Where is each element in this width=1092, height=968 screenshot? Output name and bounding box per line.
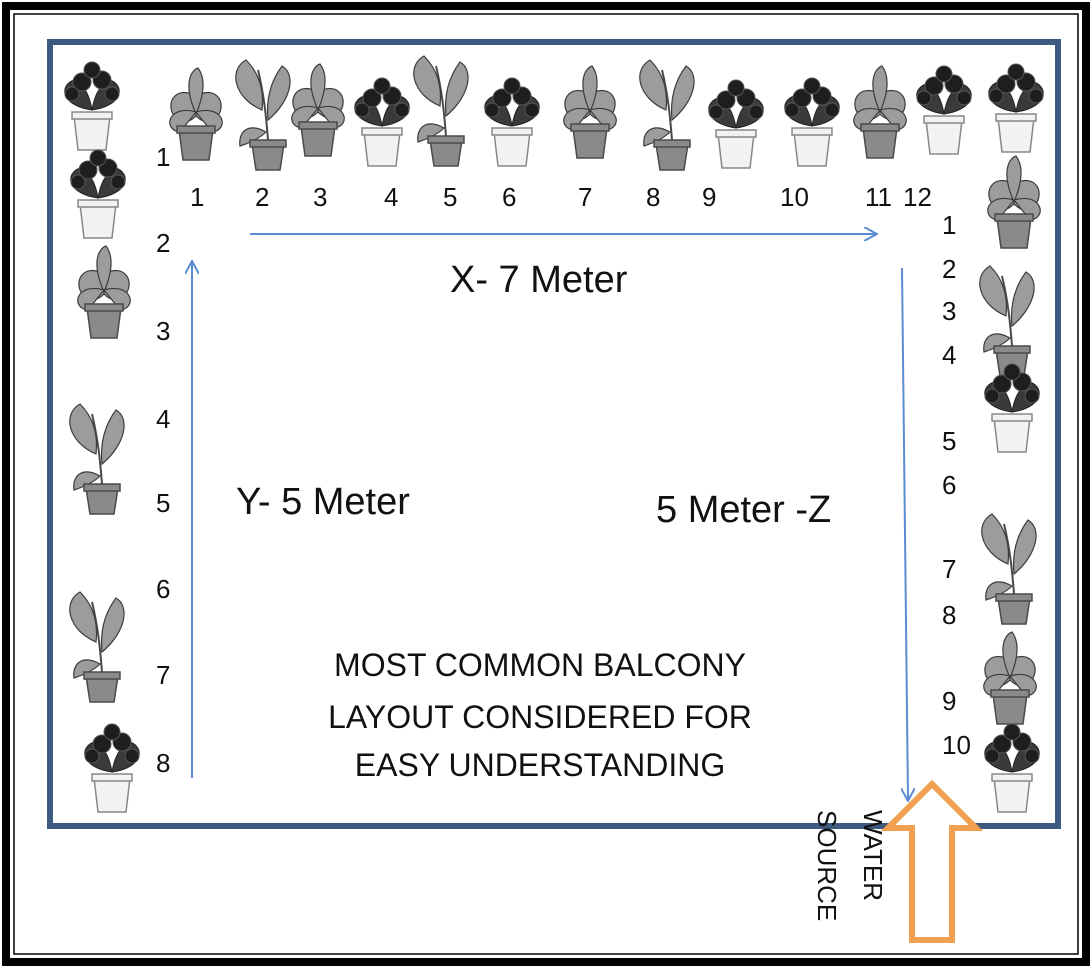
top-number: 8 — [646, 182, 660, 212]
plant-icon — [84, 723, 140, 813]
left-number: 3 — [156, 316, 170, 346]
right-number: 4 — [942, 340, 956, 370]
top-position-numbers: 1 2 3 4 5 6 7 8 9 10 11 12 — [190, 182, 932, 212]
top-number: 10 — [780, 182, 809, 212]
left-number: 2 — [156, 228, 170, 258]
plant-icon — [484, 77, 540, 167]
inner-border — [13, 13, 1079, 955]
plant-icon — [412, 55, 470, 167]
plant-icon — [77, 245, 131, 339]
note-line: MOST COMMON BALCONY — [334, 647, 746, 683]
left-plant-column — [68, 149, 140, 813]
top-number: 2 — [255, 182, 269, 212]
source-label: SOURCE — [812, 810, 842, 921]
plant-icon — [853, 65, 907, 159]
right-number: 7 — [942, 554, 956, 584]
right-position-numbers: 1 2 3 4 5 6 7 8 9 10 — [942, 210, 971, 760]
note-line: EASY UNDERSTANDING — [355, 747, 725, 783]
plant-icon — [169, 67, 223, 161]
plant-icon — [978, 265, 1036, 377]
plant-icon — [354, 77, 410, 167]
plant-icon — [784, 77, 840, 167]
right-number: 2 — [942, 254, 956, 284]
left-number: 7 — [156, 660, 170, 690]
right-number: 1 — [942, 210, 956, 240]
top-number: 11 — [865, 182, 892, 212]
left-position-numbers: 1 2 3 4 5 6 7 8 — [156, 142, 170, 778]
plant-icon — [708, 79, 764, 169]
top-number: 12 — [903, 182, 932, 212]
top-number: 5 — [443, 182, 457, 212]
right-number: 3 — [942, 296, 956, 326]
plant-icon — [980, 513, 1038, 625]
left-number: 1 — [156, 142, 170, 172]
layout-note: MOST COMMON BALCONY LAYOUT CONSIDERED FO… — [328, 647, 752, 783]
plant-icon — [291, 63, 345, 157]
z-direction-arrow-icon — [902, 267, 908, 800]
right-number: 8 — [942, 600, 956, 630]
water-source-arrow-icon — [880, 779, 984, 943]
z-side-label: 5 Meter -Z — [656, 489, 831, 531]
note-line: LAYOUT CONSIDERED FOR — [328, 699, 752, 735]
top-number: 4 — [384, 182, 398, 212]
plant-icon — [68, 403, 126, 515]
top-number: 9 — [702, 182, 716, 212]
right-plant-column — [978, 155, 1041, 813]
x-side-label: X- 7 Meter — [450, 259, 628, 301]
right-number: 5 — [942, 426, 956, 456]
top-number: 6 — [502, 182, 516, 212]
water-label: WATER — [858, 810, 888, 901]
right-number: 9 — [942, 686, 956, 716]
top-number: 7 — [578, 182, 592, 212]
y-side-label: Y- 5 Meter — [236, 481, 410, 523]
plant-icon — [987, 155, 1041, 249]
left-number: 8 — [156, 748, 170, 778]
plant-icon — [234, 59, 292, 171]
top-number: 1 — [190, 182, 204, 212]
plant-icon — [988, 63, 1044, 153]
balcony-boundary — [47, 39, 1061, 829]
top-number: 3 — [313, 182, 327, 212]
left-number: 5 — [156, 488, 170, 518]
plant-icon — [64, 61, 120, 151]
top-plant-row — [64, 55, 1044, 171]
plant-icon — [70, 149, 126, 239]
right-number: 6 — [942, 470, 956, 500]
left-number: 4 — [156, 404, 170, 434]
plant-icon — [563, 65, 617, 159]
left-number: 6 — [156, 574, 170, 604]
plant-icon — [638, 59, 696, 171]
plant-icon — [984, 363, 1040, 453]
plant-icon — [984, 723, 1040, 813]
plant-icon — [983, 631, 1037, 725]
plant-icon — [916, 65, 972, 155]
plant-icon — [68, 591, 126, 703]
right-number: 10 — [942, 730, 971, 760]
